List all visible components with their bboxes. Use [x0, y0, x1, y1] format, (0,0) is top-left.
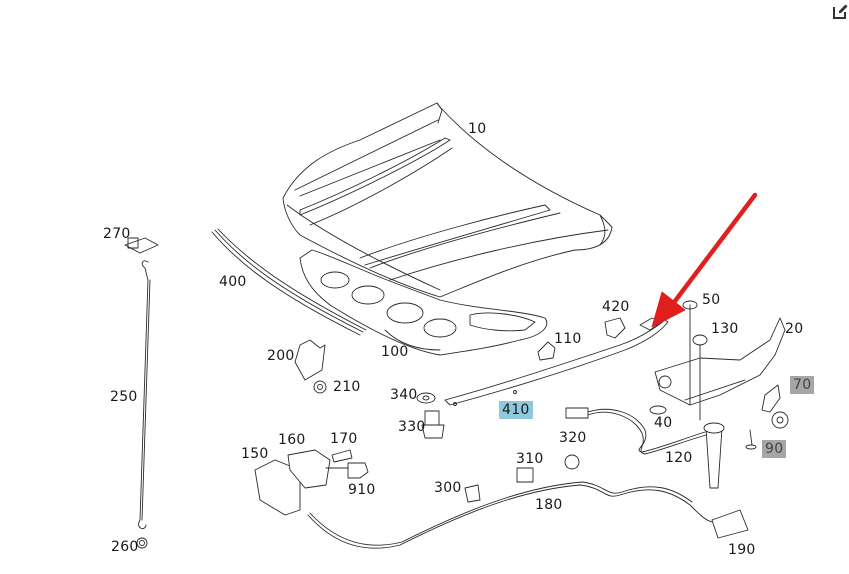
latch-assembly-drawing — [649, 300, 789, 489]
callout-210[interactable]: 210 — [333, 379, 361, 395]
hood-panel-drawing — [282, 102, 613, 298]
callout-150[interactable]: 150 — [241, 446, 269, 462]
callout-10[interactable]: 10 — [468, 121, 487, 137]
callout-340[interactable]: 340 — [390, 387, 418, 403]
callout-160[interactable]: 160 — [278, 432, 306, 448]
callout-110[interactable]: 110 — [554, 331, 582, 347]
callout-260[interactable]: 260 — [111, 539, 139, 555]
callout-40[interactable]: 40 — [654, 415, 673, 431]
hood-insulation-drawing — [299, 249, 548, 356]
callout-20[interactable]: 20 — [785, 321, 804, 337]
callout-400[interactable]: 400 — [219, 274, 247, 290]
callout-180[interactable]: 180 — [535, 497, 563, 513]
callout-120[interactable]: 120 — [665, 450, 693, 466]
callout-170[interactable]: 170 — [330, 431, 358, 447]
callout-190[interactable]: 190 — [728, 542, 756, 558]
callout-300[interactable]: 300 — [434, 480, 462, 496]
callout-310[interactable]: 310 — [516, 451, 544, 467]
small-parts-drawing — [416, 317, 626, 439]
prop-rod-drawing — [124, 237, 159, 549]
bracket-200-drawing — [294, 339, 327, 394]
callout-130[interactable]: 130 — [711, 321, 739, 337]
callout-410[interactable]: 410 — [499, 401, 533, 419]
cable-drawing — [464, 407, 707, 503]
hood-lock-drawing — [254, 449, 369, 516]
callout-330[interactable]: 330 — [398, 419, 426, 435]
edit-button[interactable] — [832, 3, 849, 20]
callout-70[interactable]: 70 — [790, 376, 815, 394]
callout-90[interactable]: 90 — [762, 440, 787, 458]
callout-270[interactable]: 270 — [103, 226, 131, 242]
callout-910[interactable]: 910 — [348, 482, 376, 498]
seal-strip-400-drawing — [211, 228, 367, 336]
callout-320[interactable]: 320 — [559, 430, 587, 446]
red-arrow-indicator — [651, 192, 758, 328]
callout-100[interactable]: 100 — [381, 344, 409, 360]
callout-50[interactable]: 50 — [702, 292, 721, 308]
edit-icon — [833, 4, 848, 19]
callout-200[interactable]: 200 — [267, 348, 295, 364]
callout-250[interactable]: 250 — [110, 389, 138, 405]
callout-420[interactable]: 420 — [602, 299, 630, 315]
release-cable-180-drawing — [307, 481, 749, 549]
